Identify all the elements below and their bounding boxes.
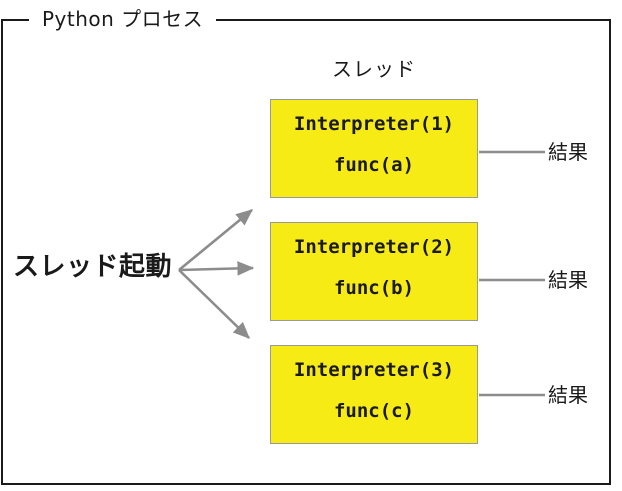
- interpreter-1-title: Interpreter(1): [293, 113, 455, 135]
- interpreter-1-func: func(a): [333, 154, 415, 176]
- interpreter-3-func: func(c): [333, 400, 415, 422]
- python-process-frame: Python プロセス: [1, 5, 611, 485]
- interpreter-box-1: Interpreter(1) func(a): [270, 99, 478, 198]
- thread-caption: スレッド: [332, 57, 416, 81]
- result-label-3: 結果: [548, 383, 588, 407]
- interpreter-2-title: Interpreter(2): [293, 236, 455, 258]
- interpreter-box-3: Interpreter(3) func(c): [270, 345, 478, 444]
- interpreter-box-2: Interpreter(2) func(b): [270, 222, 478, 321]
- result-label-2: 結果: [548, 268, 588, 292]
- result-label-1: 結果: [548, 140, 588, 164]
- interpreter-3-title: Interpreter(3): [293, 359, 455, 381]
- thread-start-label: スレッド起動: [13, 252, 173, 282]
- interpreter-2-func: func(b): [333, 277, 415, 299]
- python-process-label: Python プロセス: [29, 5, 217, 34]
